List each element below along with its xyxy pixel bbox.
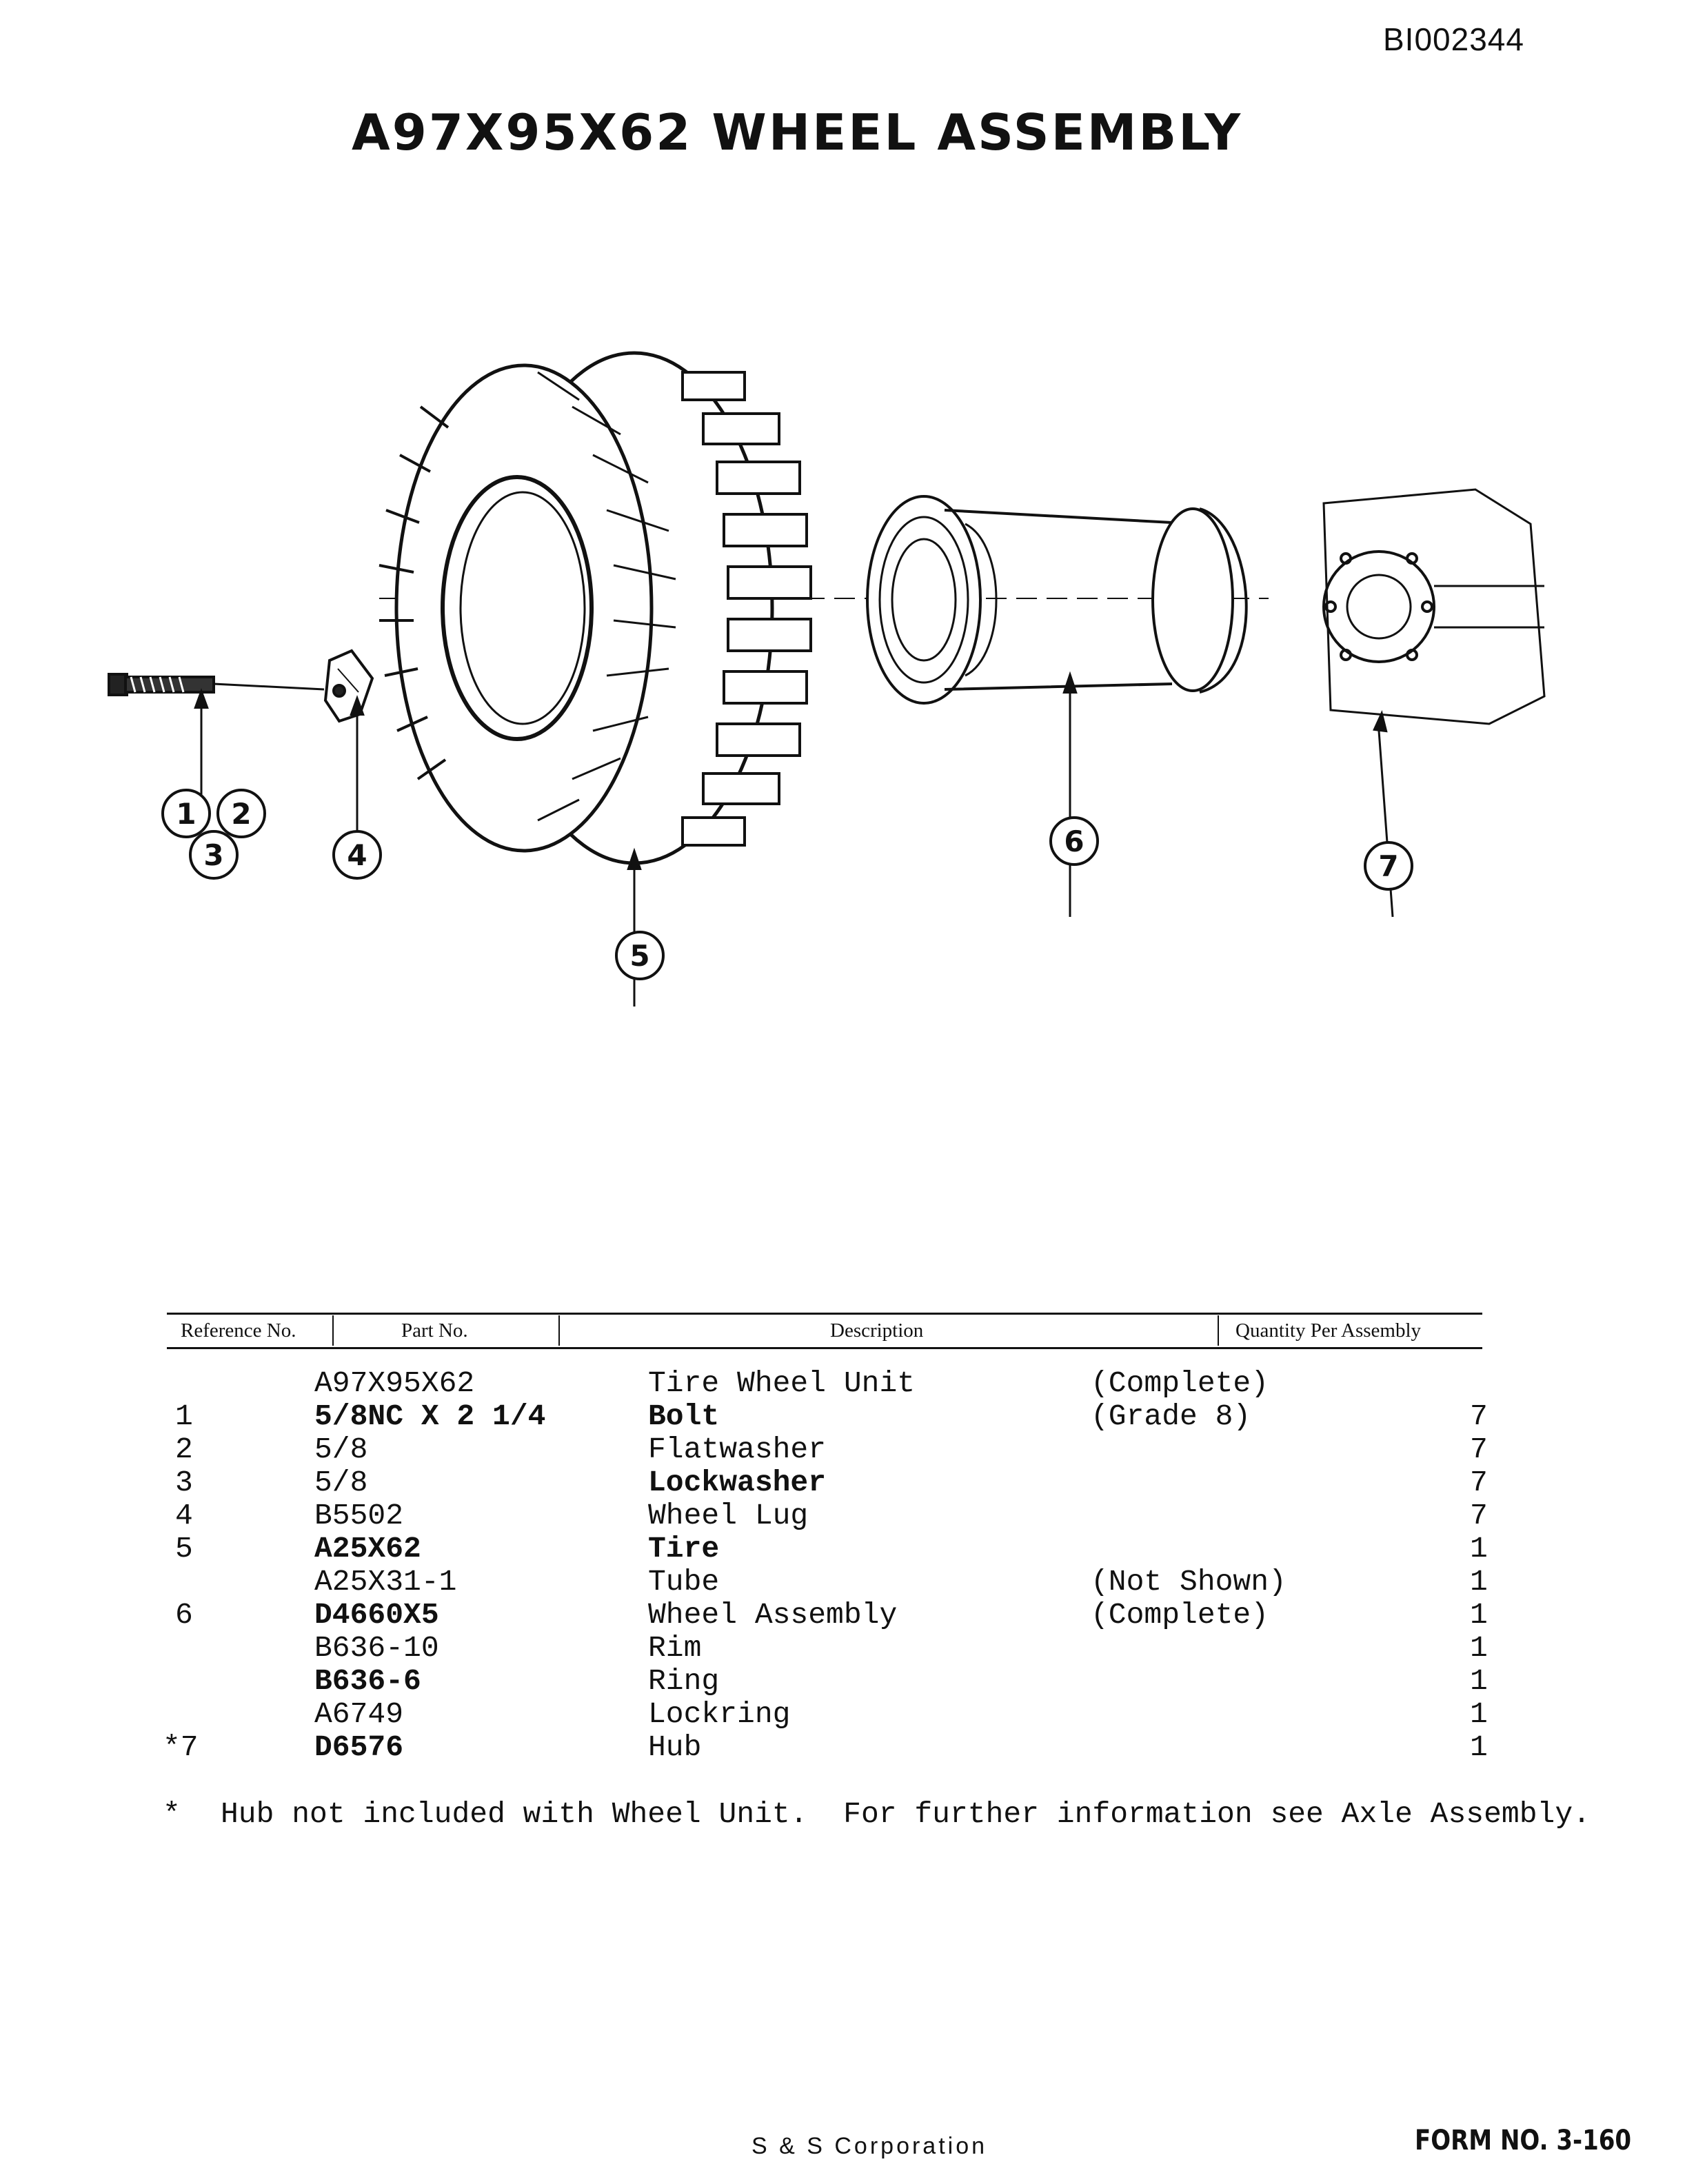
page-title: A97X95X62 WHEEL ASSEMBLY xyxy=(352,103,1243,161)
wheel-rim-drawing xyxy=(866,495,1248,917)
table-row: B636-6 Ring 1 xyxy=(0,1664,1685,1698)
table-header-rule xyxy=(167,1347,1482,1349)
cell-desc: Lockring xyxy=(648,1697,791,1731)
cell-part: A25X62 xyxy=(314,1532,421,1566)
callout-3: 3 xyxy=(203,838,223,872)
table-row: A25X31-1 Tube (Not Shown) 1 xyxy=(0,1565,1685,1599)
cell-ref: 6 xyxy=(175,1598,193,1632)
cell-part: 5/8NC X 2 1/4 xyxy=(314,1399,546,1433)
callout-1: 1 xyxy=(176,797,196,831)
footnote-text: Hub not included with Wheel Unit. For fu… xyxy=(221,1797,1591,1831)
header-separator xyxy=(558,1315,560,1346)
cell-qty: 1 xyxy=(1470,1697,1488,1731)
cell-qty: 1 xyxy=(1470,1631,1488,1665)
cell-ref: *7 xyxy=(163,1730,199,1764)
cell-ref: 4 xyxy=(175,1499,193,1533)
table-row: A6749 Lockring 1 xyxy=(0,1697,1685,1731)
company-name: S & S Corporation xyxy=(751,2133,988,2159)
hub-drawing xyxy=(1322,488,1546,918)
cell-part: 5/8 xyxy=(314,1433,368,1466)
cell-part: D6576 xyxy=(314,1730,404,1764)
cell-desc: Lockwasher xyxy=(648,1466,827,1499)
cell-qty: 7 xyxy=(1470,1466,1488,1499)
table-header: Reference No. Part No. Description Quant… xyxy=(0,1310,1685,1346)
callout-2: 2 xyxy=(231,797,251,831)
callout-5: 5 xyxy=(629,939,649,973)
cell-ref: 2 xyxy=(175,1433,193,1466)
table-row: 3 5/8 Lockwasher 7 xyxy=(0,1466,1685,1499)
header-separator xyxy=(1218,1315,1219,1346)
header-description: Description xyxy=(830,1320,924,1342)
table-row: 2 5/8 Flatwasher 7 xyxy=(0,1433,1685,1466)
cell-desc: Rim xyxy=(648,1631,702,1665)
header-reference-no: Reference No. xyxy=(181,1320,296,1342)
cell-desc: Wheel Assembly xyxy=(648,1598,898,1632)
cell-note: (Grade 8) xyxy=(1091,1399,1251,1433)
cell-qty: 7 xyxy=(1470,1433,1488,1466)
form-number: FORM NO. 3-160 xyxy=(1415,2125,1632,2156)
cell-part: B636-6 xyxy=(314,1664,421,1698)
cell-qty: 1 xyxy=(1470,1565,1488,1599)
cell-ref: 3 xyxy=(175,1466,193,1499)
tire-drawing xyxy=(379,351,812,1007)
wheel-assembly-illustration: 1 2 3 4 5 6 7 xyxy=(108,351,1546,1007)
table-row: B636-10 Rim 1 xyxy=(0,1631,1685,1665)
cell-qty: 1 xyxy=(1470,1664,1488,1698)
cell-part: B636-10 xyxy=(314,1631,439,1665)
header-separator xyxy=(332,1315,334,1346)
document-id: BI002344 xyxy=(1383,21,1524,57)
cell-desc: Wheel Lug xyxy=(648,1499,809,1533)
cell-desc: Ring xyxy=(648,1664,720,1698)
cell-note: (Not Shown) xyxy=(1091,1565,1287,1599)
cell-ref: 5 xyxy=(175,1532,193,1566)
header-quantity: Quantity Per Assembly xyxy=(1235,1320,1422,1342)
cell-part: A25X31-1 xyxy=(314,1565,457,1599)
cell-note: (Complete) xyxy=(1091,1598,1269,1632)
footnote-mark: * xyxy=(163,1797,181,1831)
cell-part: 5/8 xyxy=(314,1466,368,1499)
cell-desc: Flatwasher xyxy=(648,1433,827,1466)
cell-part: D4660X5 xyxy=(314,1598,439,1632)
callout-6: 6 xyxy=(1064,825,1084,858)
cell-desc: Tire Wheel Unit xyxy=(648,1366,916,1400)
bolt-drawing xyxy=(108,673,325,696)
cell-desc: Bolt xyxy=(648,1399,720,1433)
cell-qty: 1 xyxy=(1470,1598,1488,1632)
wheel-lug-drawing xyxy=(323,649,374,723)
table-row: 5 A25X62 Tire 1 xyxy=(0,1532,1685,1566)
table-row: A97X95X62 Tire Wheel Unit (Complete) xyxy=(0,1366,1685,1400)
table-row: *7 D6576 Hub 1 xyxy=(0,1730,1685,1764)
cell-qty: 7 xyxy=(1470,1399,1488,1433)
table-row: 1 5/8NC X 2 1/4 Bolt (Grade 8) 7 xyxy=(0,1399,1685,1433)
cell-desc: Tire xyxy=(648,1532,720,1566)
table-top-rule xyxy=(167,1313,1482,1315)
header-part-no: Part No. xyxy=(401,1320,468,1342)
cell-qty: 7 xyxy=(1470,1499,1488,1533)
table-row: 6 D4660X5 Wheel Assembly (Complete) 1 xyxy=(0,1598,1685,1632)
callout-7: 7 xyxy=(1378,849,1398,883)
cell-desc: Hub xyxy=(648,1730,702,1764)
table-row: 4 B5502 Wheel Lug 7 xyxy=(0,1499,1685,1533)
cell-desc: Tube xyxy=(648,1565,720,1599)
cell-qty: 1 xyxy=(1470,1730,1488,1764)
cell-qty: 1 xyxy=(1470,1532,1488,1566)
cell-part: B5502 xyxy=(314,1499,404,1533)
cell-note: (Complete) xyxy=(1091,1366,1269,1400)
cell-part: A97X95X62 xyxy=(314,1366,475,1400)
cell-part: A6749 xyxy=(314,1697,404,1731)
callout-4: 4 xyxy=(347,838,367,872)
cell-ref: 1 xyxy=(175,1399,193,1433)
